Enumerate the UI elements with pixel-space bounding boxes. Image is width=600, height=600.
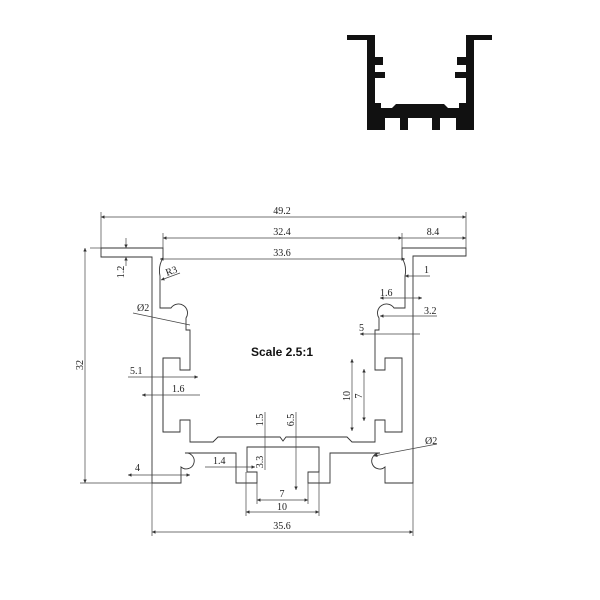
dim-flange-width: 8.4 [427, 227, 440, 238]
dim-inner-top-width: 33.6 [273, 248, 291, 259]
dim-opening-width: 32.4 [273, 227, 291, 238]
dim-channel-wall: 1.4 [213, 456, 226, 467]
dim-slot-height-outer: 10 [342, 391, 353, 401]
dim-slot-height-inner: 7 [354, 394, 365, 399]
profile-outline [100, 247, 467, 484]
dim-hole-left: Ø2 [137, 303, 149, 314]
dim-foot-width: 4 [135, 463, 140, 474]
dim-channel-depth: 6.5 [286, 414, 297, 427]
dim-channel-height: 3.3 [255, 456, 266, 469]
dim-wall-thickness-left: 1.6 [172, 384, 185, 395]
dim-channel-inner-width: 7 [280, 489, 285, 500]
profile-thumbnail [347, 35, 492, 130]
dim-radius: R3 [164, 264, 179, 278]
dim-base-width: 35.6 [273, 521, 291, 532]
dim-channel-outer-width: 10 [277, 502, 287, 513]
dim-overall-width: 49.2 [273, 206, 291, 217]
dim-base-step: 1.5 [255, 414, 266, 427]
dim-wall-thickness-right: 1.6 [380, 288, 393, 299]
scale-label: Scale 2.5:1 [251, 345, 313, 359]
dim-notch-offset: 3.2 [424, 306, 437, 317]
dim-hole-right: Ø2 [425, 436, 437, 447]
dim-wall-step: 1 [424, 265, 429, 276]
dim-notch-depth: 5 [359, 323, 364, 334]
dim-slot-left-depth: 5.1 [130, 366, 143, 377]
dimension-lines [80, 212, 467, 536]
dim-flange-thickness: 1.2 [116, 266, 127, 279]
dim-height: 32 [75, 360, 86, 370]
